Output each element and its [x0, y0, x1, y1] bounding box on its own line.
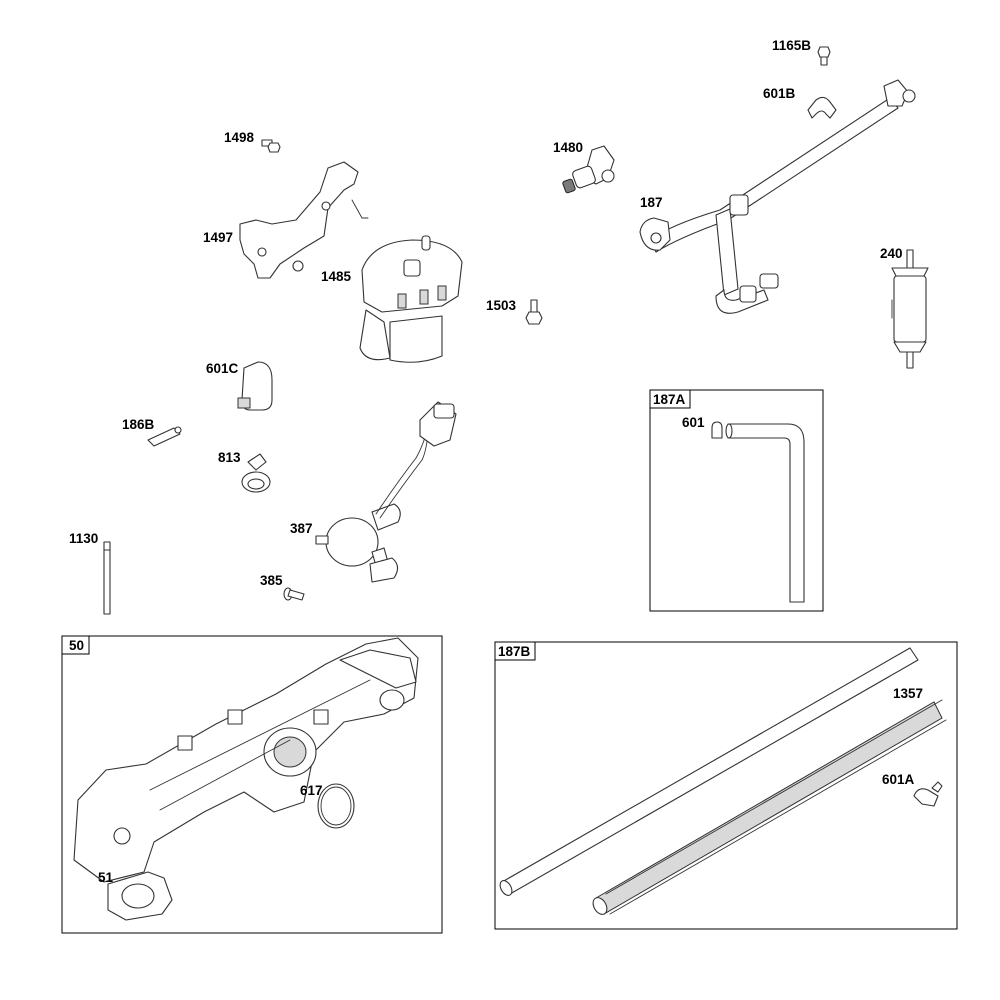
- inset-50: 50 617 51: [61, 635, 443, 934]
- label-601A: 601A: [882, 772, 915, 787]
- label-813: 813: [218, 450, 241, 465]
- part-1503[interactable]: 1503: [486, 298, 543, 325]
- label-601C: 601C: [206, 361, 239, 376]
- label-617: 617: [300, 783, 323, 798]
- label-1498: 1498: [224, 130, 255, 145]
- part-387[interactable]: 387: [290, 401, 457, 583]
- inset-tag-50: 50: [69, 638, 84, 653]
- inset-187B: 187B 1357 601A: [494, 641, 958, 930]
- part-617[interactable]: 617: [300, 783, 355, 829]
- label-385: 385: [260, 573, 283, 588]
- label-601: 601: [682, 415, 705, 430]
- label-387: 387: [290, 521, 313, 536]
- inset-tag-187A: 187A: [653, 392, 686, 407]
- label-240: 240: [880, 246, 903, 261]
- part-1357[interactable]: 1357: [590, 686, 947, 917]
- part-1498[interactable]: 1498: [224, 130, 281, 153]
- label-1357: 1357: [893, 686, 923, 701]
- label-1165B: 1165B: [772, 38, 811, 53]
- part-601C[interactable]: 601C: [206, 361, 273, 411]
- fuel-line-straight[interactable]: [498, 647, 919, 897]
- label-186B: 186B: [122, 417, 155, 432]
- label-1485: 1485: [321, 269, 352, 284]
- part-1165B[interactable]: 1165B: [772, 38, 831, 66]
- part-240[interactable]: 240: [880, 246, 929, 369]
- part-601A[interactable]: 601A: [882, 772, 943, 807]
- intake-manifold[interactable]: [73, 637, 419, 883]
- part-385[interactable]: 385: [260, 573, 305, 601]
- label-1130: 1130: [69, 531, 98, 546]
- inset-187A: 187A 601: [649, 389, 824, 612]
- label-51: 51: [98, 870, 114, 885]
- part-1480[interactable]: 1480: [553, 140, 615, 194]
- part-601[interactable]: 601: [682, 415, 723, 439]
- part-601B[interactable]: 601B: [763, 86, 837, 119]
- part-1497[interactable]: 1497: [203, 161, 369, 279]
- label-1480: 1480: [553, 140, 583, 155]
- label-1503: 1503: [486, 298, 517, 313]
- part-187[interactable]: 187: [639, 79, 916, 314]
- part-186B[interactable]: 186B: [122, 417, 182, 447]
- fuel-hose-187A[interactable]: [725, 423, 805, 603]
- part-813[interactable]: 813: [218, 450, 271, 493]
- label-601B: 601B: [763, 86, 796, 101]
- label-187: 187: [640, 195, 663, 210]
- inset-tag-187B: 187B: [498, 644, 531, 659]
- part-51[interactable]: 51: [98, 870, 173, 921]
- label-1497: 1497: [203, 230, 233, 245]
- part-1130[interactable]: 1130: [69, 531, 111, 615]
- part-1485[interactable]: 1485: [321, 235, 463, 363]
